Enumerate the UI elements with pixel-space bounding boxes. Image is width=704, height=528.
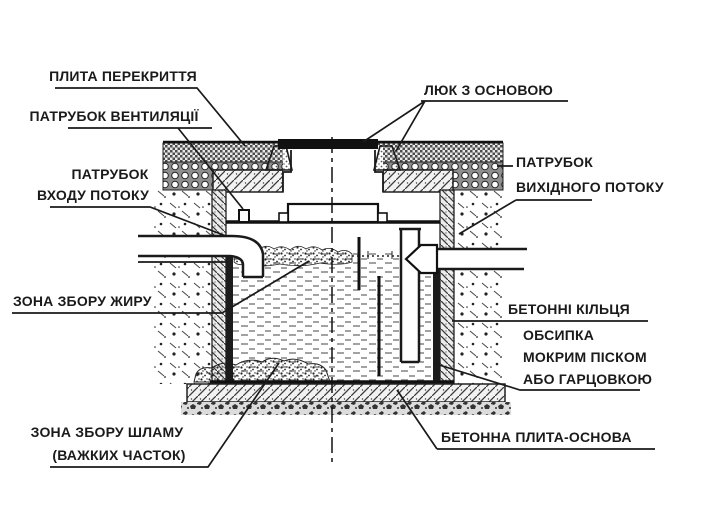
tank-wall-left [211,189,227,385]
backfill-leader [435,363,640,391]
inlet-pipe-body [138,237,234,257]
cover-slab-label: ПЛИТА ПЕРЕКРИТТЯ [49,68,197,84]
inlet-pipe-bottom-edge [138,254,245,277]
sludge-zone-label-1: ЗОНА ЗБОРУ ШЛАМУ [31,424,184,440]
inlet-elbow-body [230,236,263,278]
tank-neck [286,202,380,224]
outlet-riser-edges [399,227,421,364]
base-assembly [181,380,511,415]
hatch-label: ЛЮК З ОСНОВОЮ [424,82,553,98]
sludge-zone-leader [50,362,280,468]
outlet-pipe-label-2: ВИХІДНОГО ПОТОКУ [516,179,664,195]
neck-step-right [377,212,388,223]
ground-layers [153,139,504,384]
base-slab [186,383,506,403]
inlet-pipe [138,234,265,279]
tank-shell [211,189,455,385]
concrete-rings-label: БЕТОННІ КІЛЬЦЯ [508,301,630,317]
base-slab-leader [396,389,655,450]
wall-sealing-right [433,264,440,382]
hatch-opening [283,146,383,192]
vent-pipe-label: ПАТРУБОК ВЕНТИЛЯЦІЇ [29,108,199,124]
inlet-pipe-label-2: ВХОДУ ПОТОКУ [37,187,149,203]
vent-stub [238,209,250,223]
hatch-leader [362,100,568,152]
wall-sealing-left [226,256,233,382]
inlet-pipe-leader [50,206,227,237]
outlet-pipe-leader [458,165,592,235]
base-slab-label: БЕТОННА ПЛИТА-ОСНОВА [441,429,632,445]
inlet-pipe-label-1: ПАТРУБОК [72,166,149,182]
flow-arrow [404,243,439,275]
backfill-left [153,190,212,384]
cover-slab-leader [55,87,246,147]
tank-wall-right [439,189,455,385]
manhole-lid [278,139,378,149]
neck-step-left [278,212,289,223]
surface-ticks [367,251,429,259]
gravel-bed [181,402,511,415]
backfill-label-2: МОКРИМ ПІСКОМ [523,349,647,365]
outlet-pipe [399,227,527,364]
cover-slab-right [382,169,454,193]
grease-zone-leader [12,260,310,314]
annotations: ПЛИТА ПЕРЕКРИТТЯ ПАТРУБОК ВЕНТИЛЯЦІЇ ПАТ… [12,68,664,468]
backfill-label-3: АБО ГАРЦОВКОЮ [523,371,652,387]
hatch-support-right [372,145,402,171]
sludge-zone-label-2: (ВАЖКИХ ЧАСТОК) [52,447,185,463]
hatch-opening-edges [282,150,384,192]
grease-zone-label: ЗОНА ЗБОРУ ЖИРУ [13,293,152,309]
outlet-pipe-label-1: ПАТРУБОК [516,154,593,170]
backfill-label-1: ОБСИПКА [523,327,594,343]
backfill-right [454,188,503,384]
inlet-pipe-top-edge [138,234,265,277]
cover-slab-left [212,169,284,193]
outlet-pipe-body [419,250,527,269]
vent-pipe-leader [68,127,244,210]
